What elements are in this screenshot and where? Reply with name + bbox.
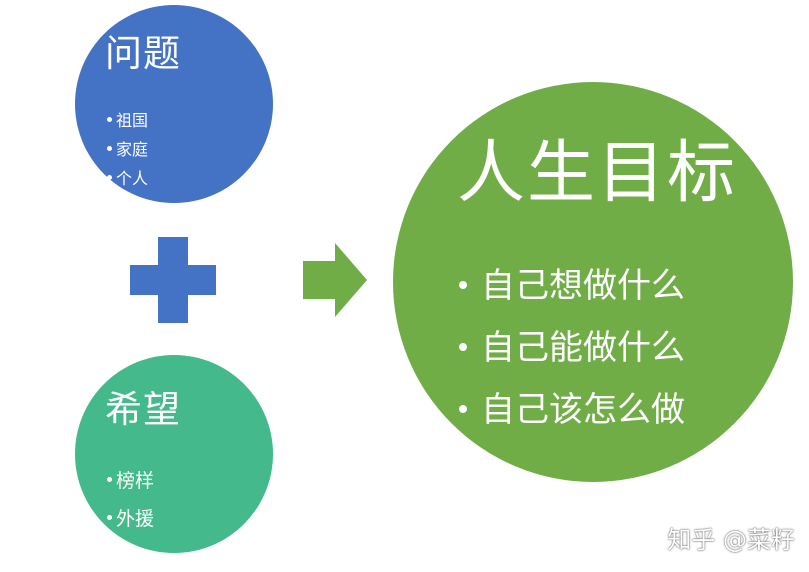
bullet-icon [107, 477, 112, 482]
hope-list-item: 外援 [107, 500, 154, 538]
problem-item-label: 祖国 [116, 111, 149, 130]
bullet-icon [459, 404, 467, 413]
goal-circle: 人生目标 自己想做什么 自己能做什么 自己该怎么做 [393, 82, 793, 482]
goal-list-item: 自己想做什么 [459, 255, 685, 317]
goal-list-item: 自己该怎么做 [459, 379, 685, 441]
hope-list-item: 榜样 [107, 462, 154, 500]
watermark: 知乎 @菜籽 [667, 526, 795, 554]
problem-item-label: 个人 [116, 169, 149, 188]
problem-circle: 问题 祖国 家庭 个人 [75, 5, 273, 203]
hope-item-label: 榜样 [116, 470, 155, 492]
problem-list-item: 家庭 [107, 135, 148, 164]
hope-list: 榜样 外援 [107, 462, 154, 538]
goal-item-label: 自己能做什么 [481, 328, 685, 368]
plus-icon [130, 237, 216, 323]
hope-item-label: 外援 [116, 508, 155, 530]
problem-title: 问题 [105, 32, 181, 75]
hope-title: 希望 [105, 388, 181, 431]
bullet-icon [459, 342, 467, 351]
problem-list: 祖国 家庭 个人 [107, 106, 148, 193]
problem-list-item: 个人 [107, 164, 148, 193]
arrow-right-icon [303, 243, 367, 317]
bullet-icon [107, 146, 112, 151]
problem-item-label: 家庭 [116, 140, 149, 159]
goal-list-item: 自己能做什么 [459, 317, 685, 379]
goal-item-label: 自己想做什么 [481, 266, 685, 306]
goal-title: 人生目标 [457, 134, 738, 213]
bullet-icon [459, 280, 467, 289]
bullet-icon [107, 117, 112, 122]
bullet-icon [107, 175, 112, 180]
hope-circle: 希望 榜样 外援 [75, 355, 273, 553]
goal-list: 自己想做什么 自己能做什么 自己该怎么做 [459, 255, 685, 441]
bullet-icon [107, 515, 112, 520]
problem-list-item: 祖国 [107, 106, 148, 135]
goal-item-label: 自己该怎么做 [481, 390, 685, 430]
